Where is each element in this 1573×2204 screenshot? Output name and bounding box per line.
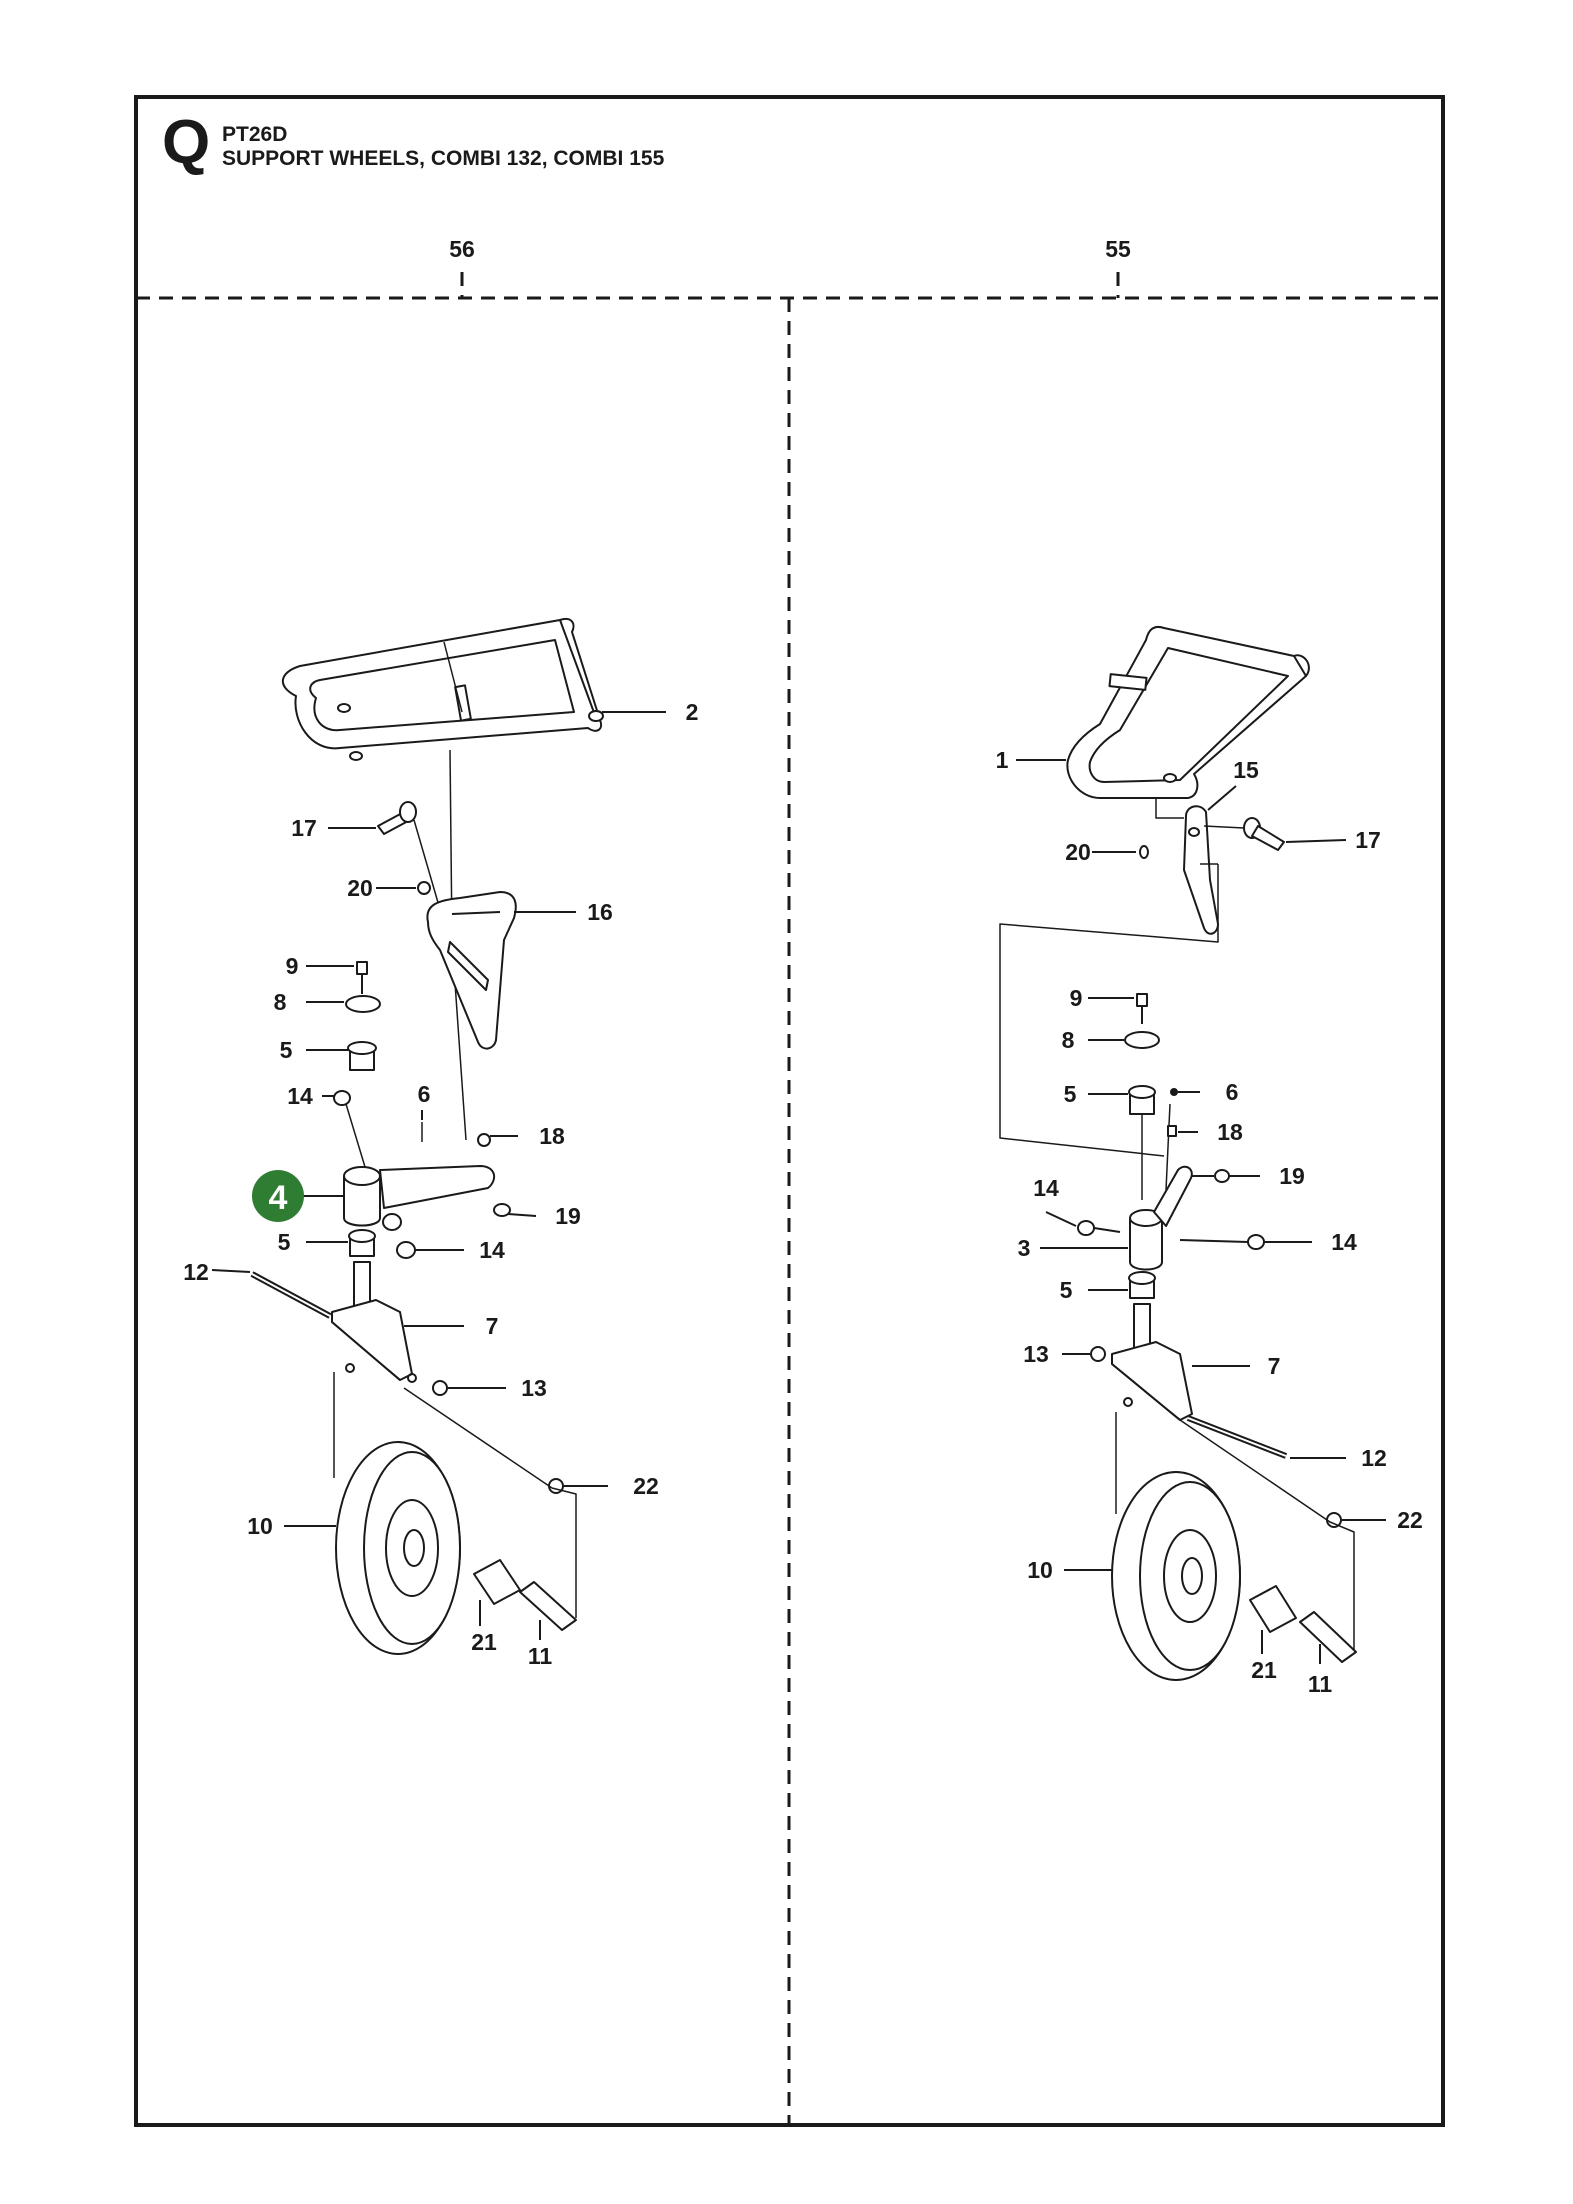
part-label: 18 bbox=[1217, 1119, 1243, 1145]
bushing-5-lower-right bbox=[1128, 1271, 1156, 1299]
part-label: 6 bbox=[1226, 1079, 1239, 1105]
plate-16-left bbox=[426, 891, 517, 1050]
part-label: 9 bbox=[1070, 985, 1083, 1011]
part-label: 18 bbox=[539, 1123, 565, 1149]
part-label: 14 bbox=[287, 1083, 313, 1109]
part-label: 14 bbox=[1033, 1175, 1059, 1201]
part-label: 16 bbox=[587, 899, 613, 925]
swivel-arm-4-left bbox=[343, 1165, 496, 1227]
bolt-14-lower-right bbox=[1179, 1234, 1265, 1250]
column-number-right: 55 bbox=[1105, 236, 1131, 262]
part-label: 5 bbox=[280, 1037, 293, 1063]
pin-12-right bbox=[1186, 1415, 1288, 1459]
part-label: 15 bbox=[1233, 757, 1259, 783]
wheel-10-right bbox=[1111, 1471, 1241, 1681]
highlight-badge-number: 4 bbox=[269, 1179, 288, 1217]
part-label: 19 bbox=[1279, 1163, 1305, 1189]
bolt-9-left bbox=[356, 961, 368, 994]
part-label: 17 bbox=[1355, 827, 1381, 853]
part-label: 11 bbox=[528, 1643, 553, 1669]
shaft-11-left bbox=[519, 1581, 577, 1631]
part-label: 13 bbox=[521, 1375, 547, 1401]
handle-frame-right bbox=[1066, 626, 1310, 799]
part-label: 19 bbox=[555, 1203, 581, 1229]
bolt-19-left bbox=[493, 1203, 511, 1217]
part-label: 10 bbox=[247, 1513, 273, 1539]
pin-12-left bbox=[250, 1271, 332, 1319]
part-label: 5 bbox=[1060, 1277, 1073, 1303]
part-label: 17 bbox=[291, 815, 317, 841]
shaft-11-right bbox=[1299, 1611, 1357, 1663]
part-label: 14 bbox=[1331, 1229, 1357, 1255]
bolt-14-lower-left bbox=[382, 1213, 416, 1259]
section-dividers bbox=[136, 272, 1443, 2125]
left-part-labels: 2 17 20 16 9 8 5 14 6 18 19 5 14 12 7 13… bbox=[183, 699, 698, 1669]
right-part-labels: 1 15 17 20 9 8 5 6 18 14 19 3 14 5 13 7 … bbox=[996, 747, 1423, 1697]
handle-frame-left bbox=[282, 618, 604, 761]
bolt-9-right bbox=[1136, 993, 1148, 1024]
fork-7-right bbox=[1111, 1303, 1193, 1421]
page-title: SUPPORT WHEELS, COMBI 132, COMBI 155 bbox=[222, 147, 665, 170]
part-label: 13 bbox=[1023, 1341, 1049, 1367]
section-letter: Q bbox=[162, 108, 210, 177]
part-label: 12 bbox=[183, 1259, 209, 1285]
part-label: 1 bbox=[996, 747, 1009, 773]
part-label: 5 bbox=[1064, 1081, 1077, 1107]
bracket-15-right bbox=[1183, 805, 1219, 935]
part-label: 7 bbox=[1268, 1353, 1281, 1379]
bushing-5-top-right bbox=[1128, 1085, 1156, 1115]
part-label: 11 bbox=[1308, 1671, 1333, 1697]
right-assembly bbox=[999, 626, 1357, 1681]
part-label: 22 bbox=[1397, 1507, 1423, 1533]
wheel-10-left bbox=[335, 1441, 461, 1655]
bushing-5-lower-left bbox=[348, 1229, 376, 1257]
leader-lines bbox=[211, 711, 1386, 1664]
highlight-badge bbox=[252, 1170, 304, 1222]
part-label: 21 bbox=[1251, 1657, 1277, 1683]
part-label: 9 bbox=[286, 953, 299, 979]
lever-17-left bbox=[377, 801, 417, 835]
part-label: 20 bbox=[1065, 839, 1091, 865]
part-label: 12 bbox=[1361, 1445, 1387, 1471]
part-label: 21 bbox=[471, 1629, 497, 1655]
part-label: 8 bbox=[1062, 1027, 1075, 1053]
bolt-14-top-left bbox=[333, 1090, 351, 1106]
washer-8-left bbox=[345, 995, 381, 1013]
part-label: 6 bbox=[418, 1081, 431, 1107]
bearing-21-right bbox=[1249, 1585, 1297, 1633]
fork-7-left bbox=[331, 1261, 413, 1381]
part-label: 7 bbox=[486, 1313, 499, 1339]
part-label: 2 bbox=[686, 699, 699, 725]
part-label: 10 bbox=[1027, 1557, 1053, 1583]
part-label: 22 bbox=[633, 1473, 659, 1499]
model-name: PT26D bbox=[222, 123, 288, 146]
swivel-arm-3-right bbox=[1129, 1165, 1193, 1271]
left-assembly bbox=[250, 618, 604, 1655]
bearing-21-left bbox=[473, 1559, 521, 1605]
part-label: 3 bbox=[1018, 1235, 1031, 1261]
column-number-left: 56 bbox=[449, 236, 475, 262]
washer-8-right bbox=[1124, 1031, 1160, 1049]
part-label: 20 bbox=[347, 875, 373, 901]
lever-17-right bbox=[1243, 817, 1285, 851]
part-label: 14 bbox=[479, 1237, 505, 1263]
part-label: 5 bbox=[278, 1229, 291, 1255]
bolt-14-upper-right bbox=[1077, 1220, 1121, 1236]
bushing-5-top-left bbox=[347, 1041, 377, 1071]
part-label: 8 bbox=[274, 989, 287, 1015]
